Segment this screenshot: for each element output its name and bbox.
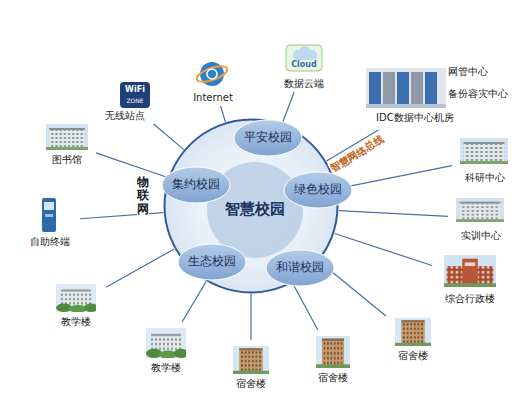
icon-text: WiFi [125,86,145,95]
connector-line [80,213,163,219]
campus-item: 科研中心 [454,134,516,184]
ellipse-label: 生态校园 [188,255,236,269]
theme-ellipse: 绿色校园 [283,171,353,209]
campus-item: 宿舍楼 [308,332,358,384]
campus-item: 网管中心备份容灾中心 IDC数据中心机房 [362,62,512,128]
connector-line [221,106,226,122]
server-racks [366,68,446,108]
item-label: 实训中心 [461,230,501,242]
item-label: 自助终端 [30,236,70,248]
ellipse-shape [284,172,352,208]
theme-ellipse: 和谐校园 [265,249,335,287]
connector-line [182,282,206,322]
connector-line [293,283,318,330]
icon-text: Cloud [291,61,317,70]
building-photo [316,336,350,368]
theme-ellipse: 生态校园 [177,243,247,281]
building-photo [146,328,188,359]
building-photo [395,318,431,346]
campus-item: 综合行政楼 [434,251,506,305]
bus-label: 智慧网络总线 [328,133,387,174]
item-label: 宿舍楼 [398,350,428,362]
building-photo [460,138,508,164]
ellipse-label: 集约校园 [172,178,220,192]
hub-title: 智慧校园 [225,201,285,218]
campus-item: 教学楼 [138,324,194,374]
kiosk-icon [42,198,56,232]
item-label: 教学楼 [61,316,91,328]
item-label: 综合行政楼 [445,293,495,305]
campus-item: 宿舍楼 [388,314,438,362]
campus-item: 自助终端 [22,194,78,248]
icon-text: ZONE [126,98,143,105]
ellipse-shape [266,250,334,286]
connector-line [96,153,168,178]
ellipse-shape [178,244,246,280]
building-photo [46,124,88,150]
connector-line [154,124,184,149]
campus-item: 实训中心 [450,194,512,242]
connector-line [282,92,294,124]
connector-line [339,211,448,217]
campus-item: 宿舍楼 [226,342,276,390]
campus-item: 无线站点 [95,78,155,122]
hub-circle: 智慧校园 平安校园绿色校园和谐校园 生态校园 集约校园 [163,118,339,294]
item-label: 宿舍楼 [236,378,266,390]
item-label: 科研中心 [465,172,505,184]
ellipse-label: 平安校园 [244,131,292,145]
ellipse-shape [234,120,302,156]
item-label: 图书馆 [52,154,82,166]
wifi-icon [120,82,150,108]
item-label: 无线站点 [105,110,145,122]
ellipse-label: 绿色校园 [294,183,342,197]
connector-line [335,233,432,265]
connector-line [337,166,452,189]
internet-icon [195,62,229,86]
cloud-icon [286,45,322,71]
item-label: IDC数据中心机房 [376,112,454,124]
ellipse-label: 和谐校园 [276,261,324,275]
building-photo [56,284,98,313]
theme-ellipse: 平安校园 [233,119,303,157]
item-label: Internet [193,92,233,104]
connector-line [106,249,174,287]
item-label: 数据云端 [284,78,324,90]
item-label: 网管中心 [448,66,488,78]
campus-item: 教学楼 [48,280,104,328]
item-label: 宿舍楼 [318,372,348,384]
campus-item: 图书馆 [40,120,94,166]
building-photo [444,255,496,287]
building-photo [456,198,504,222]
item-label: 教学楼 [151,362,181,374]
campus-item: Internet [186,58,240,104]
connector-line [250,294,251,340]
network-label: 物联网 [137,176,149,216]
building-photo [233,346,269,374]
theme-ellipse: 集约校园 [161,166,231,204]
ellipse-shape [162,167,230,203]
item-label: 备份容灾中心 [448,88,508,100]
